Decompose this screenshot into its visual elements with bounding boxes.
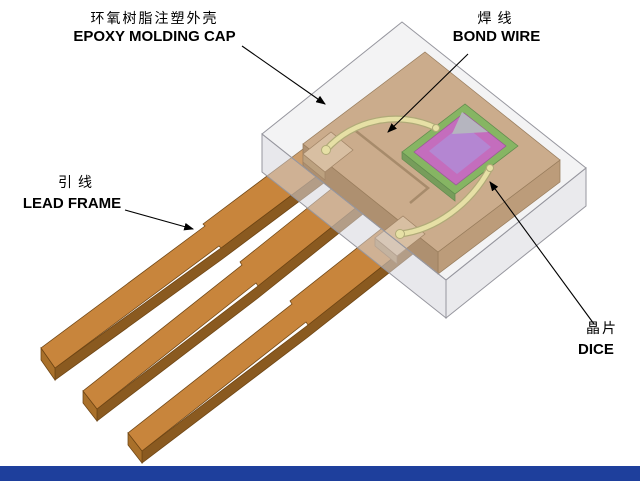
die-notch (452, 112, 488, 134)
label-dice-en: DICE (578, 341, 614, 358)
label-epoxy-cap-zh: 环氧树脂注塑外壳 (90, 10, 219, 26)
bond-wire-2-stitch (486, 164, 494, 172)
leader-dice (489, 181, 595, 325)
label-dice-zh: 晶片 (586, 320, 618, 336)
leader-bond-wire (387, 53, 469, 133)
leader-epoxy-cap (241, 45, 326, 105)
label-lead-frame-zh: 引线 (58, 174, 98, 190)
bond-wire-1-stitch (432, 124, 440, 132)
leader-lead-frame (124, 209, 195, 231)
label-bond-wire-en: BOND WIRE (452, 28, 541, 45)
bond-wire-1-ball (321, 145, 331, 155)
footer-bar (0, 466, 640, 481)
label-bond-wire-zh: 焊线 (477, 10, 518, 26)
epoxy-cap-top-face (261, 21, 587, 281)
bond-wire-2-ball (395, 229, 405, 239)
bond-wire-1 (323, 116, 439, 153)
substrate-slot (351, 127, 430, 204)
die-inner-region (429, 124, 491, 174)
label-lead-frame-en: LEAD FRAME (22, 195, 122, 212)
label-epoxy-cap-en: EPOXY MOLDING CAP (73, 28, 236, 45)
bond-wire-2 (397, 165, 493, 237)
